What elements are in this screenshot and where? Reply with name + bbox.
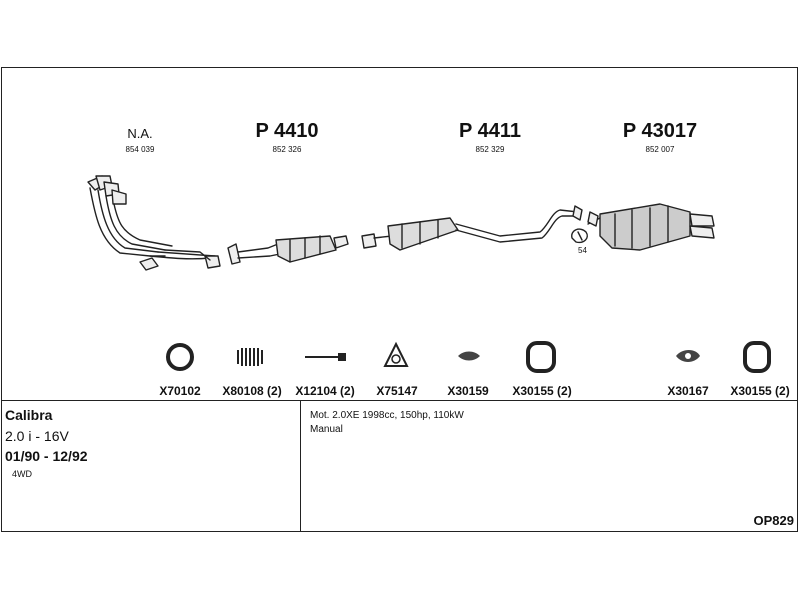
rubber-mount-icon bbox=[458, 351, 480, 361]
vehicle-name: Calibra bbox=[5, 407, 53, 423]
section-partnumber-manifold: 854 039 bbox=[125, 145, 155, 154]
flange-gasket-icon bbox=[383, 341, 409, 367]
accessory-code-x12104: X12104 (2) bbox=[295, 384, 355, 398]
transmission-details: Manual bbox=[310, 424, 343, 435]
catalog-code: OP829 bbox=[753, 513, 794, 528]
rubber-ring-icon-2 bbox=[743, 341, 771, 373]
section-label-manifold: N.A. bbox=[127, 126, 153, 141]
motor-details: Mot. 2.0XE 1998cc, 150hp, 110kW bbox=[310, 410, 464, 421]
accessory-code-x30155-rear: X30155 (2) bbox=[730, 384, 790, 398]
rubber-mount-icon-2 bbox=[676, 350, 700, 362]
vehicle-engine: 2.0 i - 16V bbox=[5, 428, 69, 444]
divider-vertical bbox=[300, 400, 301, 532]
section-partnumber-middle-silencer: 852 329 bbox=[475, 145, 505, 154]
divider-horizontal bbox=[1, 400, 798, 401]
bolt-icon bbox=[305, 353, 346, 361]
section-label-front-pipe: P 4410 bbox=[255, 120, 319, 142]
section-partnumber-front-pipe: 852 326 bbox=[272, 145, 302, 154]
section-label-middle-silencer: P 4411 bbox=[459, 120, 521, 142]
clamp-drawing bbox=[571, 228, 588, 244]
section-label-rear-silencer: P 43017 bbox=[622, 120, 698, 142]
exhaust-manifold-drawing bbox=[87, 175, 221, 271]
front-pipe-drawing bbox=[227, 235, 349, 265]
accessory-code-x80108: X80108 (2) bbox=[222, 384, 282, 398]
rear-silencer-drawing bbox=[587, 203, 715, 251]
accessory-code-x75147: X75147 bbox=[376, 384, 418, 398]
ring-gasket-icon bbox=[166, 343, 194, 371]
accessory-code-x70102: X70102 bbox=[159, 384, 201, 398]
diagram-frame bbox=[1, 67, 798, 532]
accessory-code-x30167: X30167 bbox=[667, 384, 709, 398]
rubber-ring-icon bbox=[526, 341, 556, 373]
accessory-code-x30159: X30159 bbox=[447, 384, 489, 398]
vehicle-drive: 4WD bbox=[12, 469, 32, 479]
section-partnumber-rear-silencer: 852 007 bbox=[645, 145, 675, 154]
clamp-annotation: 54 bbox=[578, 246, 587, 255]
vehicle-years: 01/90 - 12/92 bbox=[5, 448, 88, 464]
accessory-code-x30155: X30155 (2) bbox=[512, 384, 572, 398]
middle-silencer-drawing bbox=[361, 205, 583, 251]
spring-icon bbox=[237, 348, 263, 366]
